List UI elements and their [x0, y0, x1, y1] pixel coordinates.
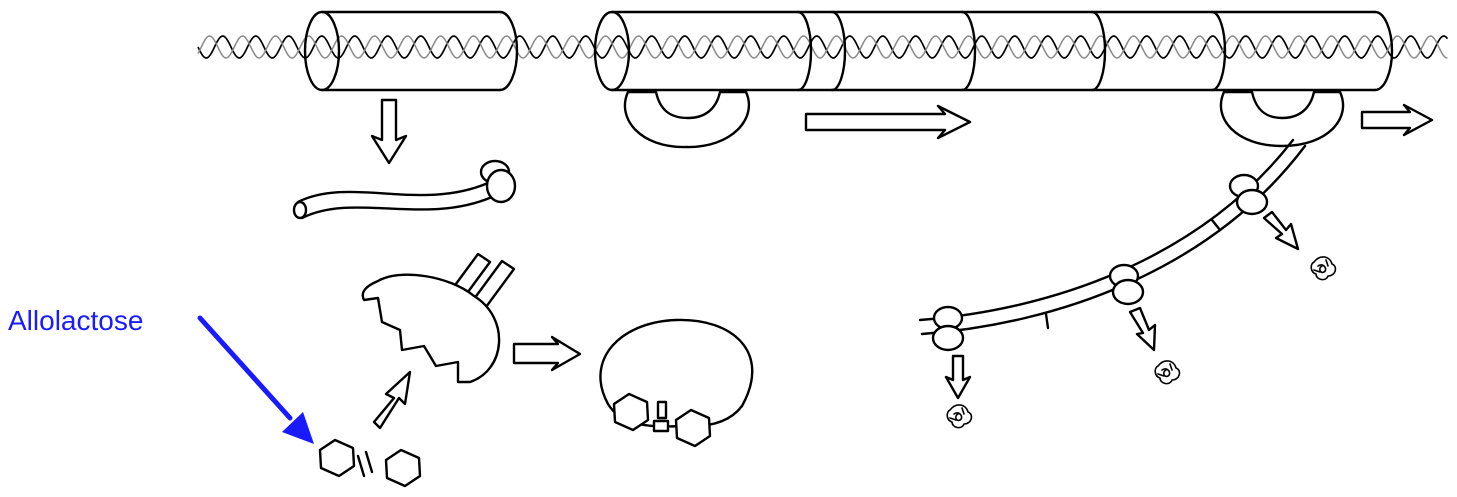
dna-helix — [198, 36, 1448, 58]
segment-boundary-2 — [832, 12, 845, 90]
allolactose-pointer-line — [200, 318, 290, 418]
lac-repressor-protein — [363, 254, 514, 382]
dna-strand-a — [198, 36, 1448, 58]
segment-boundary-1 — [798, 12, 811, 90]
allolactose-molecule — [320, 440, 420, 486]
protein-icon — [1311, 257, 1335, 280]
inducer-binding-arrow — [374, 372, 410, 428]
protein-icon — [1155, 361, 1179, 384]
transcription-continue-arrow — [1362, 105, 1432, 135]
binding-arrow — [514, 337, 580, 370]
protein-release-arrow — [1264, 212, 1298, 249]
ribosome-icon — [933, 307, 963, 350]
protein-release-arrow — [1130, 308, 1155, 350]
repressor-mrna — [294, 183, 492, 218]
rna-polymerase-transcribing — [1221, 92, 1343, 146]
protein-icon — [947, 405, 971, 428]
allolactose-label: Allolactose — [8, 305, 143, 336]
ribosome-icon — [481, 161, 515, 202]
transcription-direction-arrow — [806, 106, 970, 138]
inactive-repressor-complex — [600, 320, 752, 446]
protein-release-arrow — [946, 356, 970, 398]
expression-down-arrow — [372, 100, 406, 163]
ribosome-icon — [1230, 175, 1267, 214]
allolactose-callout: Allolactose — [8, 305, 314, 444]
dna-strand-b — [198, 36, 1448, 58]
polycistronic-mrna — [920, 140, 1305, 334]
segment-boundary-3 — [962, 12, 975, 90]
rna-polymerase-promoter — [625, 92, 749, 147]
ribosome-icon — [1110, 265, 1143, 304]
